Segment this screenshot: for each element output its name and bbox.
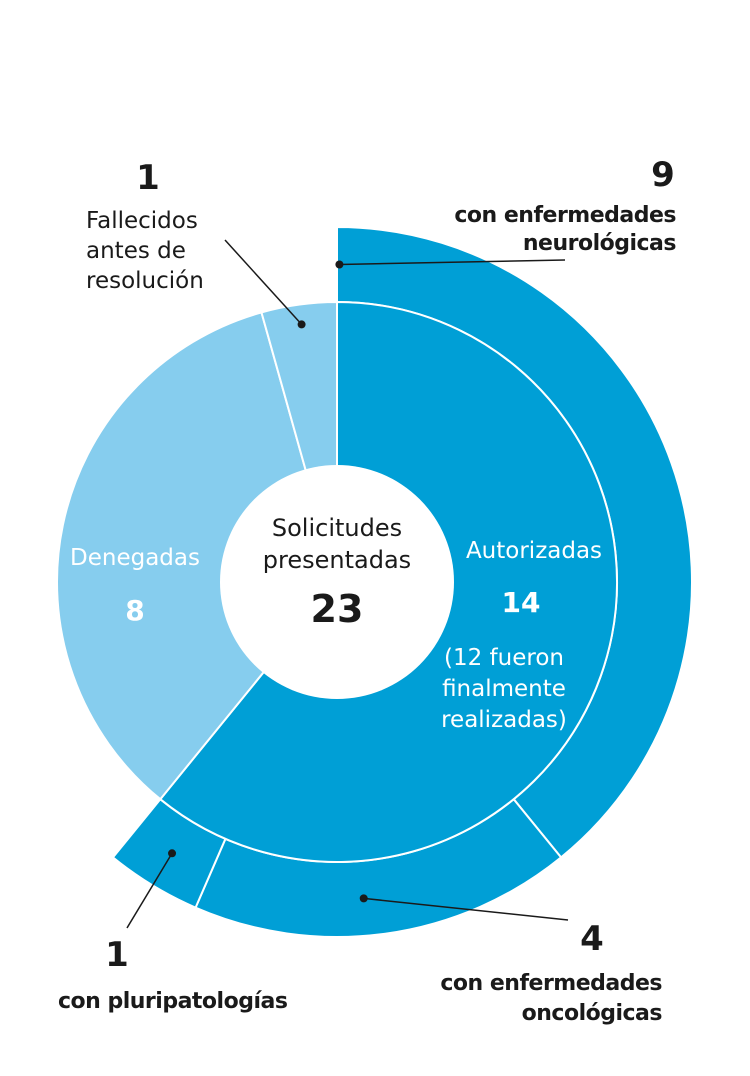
center-hole — [220, 465, 454, 699]
autorizadas-value: 14 — [502, 586, 541, 619]
oncologicas-value: 4 — [580, 919, 604, 959]
fallecidos-label-line2: antes de — [86, 238, 186, 264]
leader-dot-pluripatologias — [168, 849, 177, 858]
pluripatologias-label: con pluripatologías — [58, 989, 288, 1014]
leader-dot-oncologicas — [359, 894, 368, 903]
center-label-line2: presentadas — [263, 546, 411, 574]
leader-dot-fallecidos — [297, 320, 306, 329]
autorizadas-label: Autorizadas — [466, 538, 602, 564]
center-label-line1: Solicitudes — [272, 514, 402, 542]
denegadas-value: 8 — [125, 594, 144, 627]
leader-dot-neurologicas — [335, 260, 344, 269]
fallecidos-label-line3: resolución — [86, 268, 204, 294]
oncologicas-label-line1: con enfermedades — [440, 971, 662, 996]
autorizadas-note-line3: realizadas) — [441, 707, 567, 733]
oncologicas-label-line2: oncológicas — [522, 1001, 663, 1026]
autorizadas-note-line2: finalmente — [442, 676, 566, 702]
leader-line-oncologicas — [363, 897, 569, 921]
neurologicas-label-line2: neurológicas — [523, 231, 677, 256]
neurologicas-value: 9 — [651, 155, 675, 195]
leader-line-neurologicas — [339, 259, 566, 266]
denegadas-label: Denegadas — [70, 545, 200, 571]
neurologicas-label-line1: con enfermedades — [454, 203, 676, 228]
autorizadas-note-line1: (12 fueron — [444, 645, 564, 671]
fallecidos-label-line1: Fallecidos — [86, 208, 198, 234]
leader-line-pluripatologias — [126, 852, 173, 929]
center-value: 23 — [311, 587, 364, 631]
fallecidos-value: 1 — [136, 158, 160, 198]
leader-line-fallecidos — [224, 239, 303, 325]
pluripatologias-value: 1 — [105, 935, 129, 975]
